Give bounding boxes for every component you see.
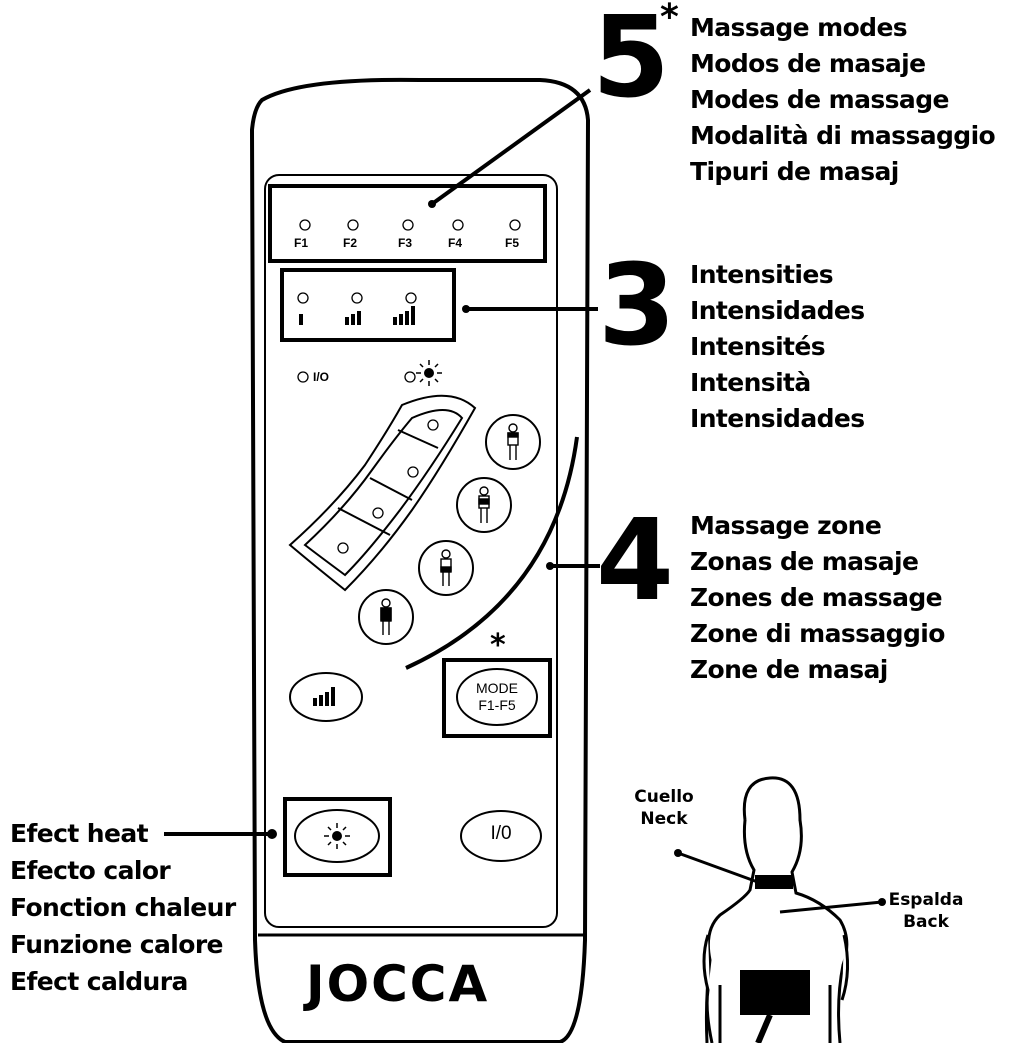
modes-label-ro: Tipuri de masaj: [690, 157, 899, 186]
zone-button-neck[interactable]: [485, 414, 541, 470]
back-leader-line: [779, 900, 883, 914]
body-figure-icon: [380, 598, 392, 635]
zones-label-en: Massage zone: [690, 511, 882, 540]
modes-leader-line: [430, 88, 592, 206]
mode-led-box: [268, 184, 547, 263]
intensity-led-box: [280, 268, 456, 342]
sun-icon: [324, 823, 350, 849]
intensity-level-3-icon: [393, 306, 415, 325]
led-label-f4: F4: [448, 236, 463, 250]
body-figure-icon: [440, 549, 452, 586]
intensities-label-ro: Intensidades: [690, 404, 865, 433]
heat-label-list: Efect heat Efecto calor Fonction chaleur…: [10, 815, 236, 1000]
heat-led: [404, 371, 416, 383]
power-led: [297, 371, 309, 383]
zones-count: 4: [596, 496, 674, 626]
modes-asterisk: *: [660, 0, 679, 38]
heat-label-es: Efecto calor: [10, 856, 171, 885]
zones-label-es: Zonas de masaje: [690, 547, 919, 576]
modes-label-fr: Modes de massage: [690, 85, 949, 114]
zones-label-list: Massage zone Zonas de masaje Zones de ma…: [690, 508, 945, 688]
modes-label-it: Modalità di massaggio: [690, 121, 996, 150]
mode-button-box: [442, 658, 552, 738]
intensity-leds: [297, 292, 417, 304]
intensity-level-1-icon: [299, 314, 303, 325]
body-figure-icon: [478, 486, 490, 523]
zones-label-it: Zone di massaggio: [690, 619, 945, 648]
zone-leds: [337, 419, 439, 554]
back-label: Espalda Back: [888, 890, 964, 932]
intensities-label-fr: Intensités: [690, 332, 826, 361]
modes-label-en: Massage modes: [690, 13, 908, 42]
signal-bars-icon: [313, 687, 335, 706]
neck-label: Cuello Neck: [634, 787, 694, 829]
led-label-f5: F5: [505, 236, 520, 250]
body-figure-icon: [507, 423, 519, 460]
mode-button[interactable]: [456, 668, 538, 726]
heat-label-en: Efect heat: [10, 819, 149, 848]
heat-label-fr: Fonction chaleur: [10, 893, 236, 922]
zones-label-fr: Zones de massage: [690, 583, 943, 612]
zone-button-back[interactable]: [456, 477, 512, 533]
modes-label-es: Modos de masaje: [690, 49, 926, 78]
power-button[interactable]: [460, 810, 542, 862]
intensities-label-it: Intensità: [690, 368, 811, 397]
zones-label-ro: Zone de masaj: [690, 655, 888, 684]
mode-button-asterisk: *: [490, 628, 506, 663]
intensities-label-list: Intensities Intensidades Intensités Inte…: [690, 257, 865, 437]
intensities-count: 3: [598, 241, 676, 371]
modes-label-list: Massage modes Modos de masaje Modes de m…: [690, 10, 996, 190]
heat-button-box: [283, 797, 392, 877]
zone-button-lumbar[interactable]: [418, 540, 474, 596]
intensities-label-es: Intensidades: [690, 296, 865, 325]
led-label-f3: F3: [398, 236, 413, 250]
modes-count: 5: [592, 0, 670, 123]
led-label-f2: F2: [343, 236, 358, 250]
led-label-f1: F1: [294, 236, 309, 250]
power-led-label: I/O: [313, 370, 330, 384]
neck-leader-line: [677, 851, 767, 887]
zone-button-full[interactable]: [358, 589, 414, 645]
mode-leds: [299, 219, 521, 231]
mode-button-label: MODE F1-F5: [476, 680, 518, 713]
heat-led-sun-icon: [416, 360, 442, 386]
intensity-level-2-icon: [345, 311, 361, 325]
heat-label-it: Funzione calore: [10, 930, 224, 959]
remote-panel: [264, 174, 558, 928]
brand-logo: JOCCA: [306, 955, 490, 1013]
heat-label-ro: Efect caldura: [10, 967, 188, 996]
power-button-label: I/0: [490, 823, 512, 844]
intensities-label-en: Intensities: [690, 260, 834, 289]
figure-lumbar-band: [740, 970, 810, 1015]
zone-arc-leader: [405, 436, 579, 670]
zone-seat-graphic: [288, 394, 477, 592]
